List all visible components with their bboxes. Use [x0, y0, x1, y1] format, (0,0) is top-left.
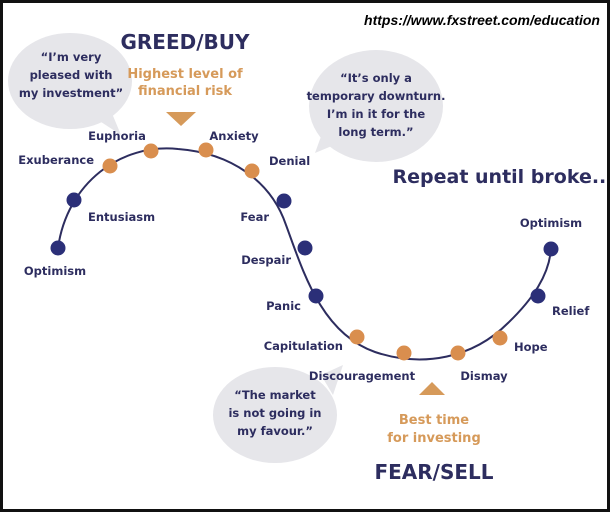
- stage-marker-denial: [244, 163, 260, 179]
- stage-marker-anxiety: [198, 142, 214, 158]
- top-arrow-icon: [166, 112, 196, 126]
- stage-labels: Optimism Entusiasm Exuberance Euphoria A…: [18, 129, 590, 383]
- stage-label-fear: Fear: [240, 210, 269, 224]
- quote-temporary-line-2: temporary downturn.: [307, 89, 446, 103]
- stage-label-denial: Denial: [269, 154, 310, 168]
- quote-bubble-temporary: “It’s only a temporary downturn. I’m in …: [307, 50, 446, 162]
- stage-label-capitulation: Capitulation: [264, 339, 343, 353]
- stage-markers: [50, 142, 559, 361]
- stage-label-optimism-start: Optimism: [24, 264, 86, 278]
- stage-marker-panic: [308, 288, 324, 304]
- top-note-line-2: financial risk: [138, 84, 232, 99]
- stage-marker-capitulation: [349, 329, 365, 345]
- fear-sell-title: FEAR/SELL: [374, 460, 493, 484]
- quote-bubble-pleased: “I’m very pleased with my investment”: [8, 33, 132, 135]
- stage-label-discouragement: Discouragement: [309, 369, 416, 383]
- stage-marker-discouragement: [396, 345, 412, 361]
- stage-label-exuberance: Exuberance: [18, 153, 94, 167]
- quote-temporary-line-3: I’m in it for the: [327, 107, 425, 121]
- stage-label-dismay: Dismay: [460, 369, 508, 383]
- quote-pleased-line-3: my investment”: [19, 86, 123, 100]
- quote-temporary-line-4: long term.”: [338, 125, 413, 139]
- stage-marker-dismay: [450, 345, 466, 361]
- stage-marker-optimism-end: [543, 241, 559, 257]
- quote-pleased-line-1: “I’m very: [41, 50, 102, 64]
- stage-label-entusiasm: Entusiasm: [88, 210, 155, 224]
- stage-label-despair: Despair: [241, 253, 291, 267]
- source-url: https://www.fxstreet.com/education: [364, 12, 600, 28]
- bottom-note-line-1: Best time: [399, 413, 469, 428]
- quote-bubble-market: “The market is not going in my favour.”: [213, 365, 343, 463]
- stage-label-anxiety: Anxiety: [209, 129, 259, 143]
- bottom-note-line-2: for investing: [387, 431, 481, 446]
- stage-marker-euphoria: [143, 143, 159, 159]
- bottom-arrow-icon: [419, 382, 445, 395]
- stage-label-hope: Hope: [514, 340, 548, 354]
- quote-market-line-2: is not going in: [228, 406, 321, 420]
- diagram-canvas: https://www.fxstreet.com/education “I’m …: [8, 12, 608, 484]
- stage-marker-optimism-start: [50, 240, 66, 256]
- stage-label-relief: Relief: [552, 304, 590, 318]
- stage-marker-relief: [530, 288, 546, 304]
- stage-marker-despair: [297, 240, 313, 256]
- stage-label-optimism-end: Optimism: [520, 216, 582, 230]
- stage-label-euphoria: Euphoria: [88, 129, 146, 143]
- quote-temporary-line-1: “It’s only a: [340, 71, 412, 85]
- quote-market-line-1: “The market: [234, 388, 316, 402]
- quote-pleased-line-2: pleased with: [30, 68, 113, 82]
- quote-market-line-3: my favour.”: [237, 424, 313, 438]
- stage-marker-hope: [492, 330, 508, 346]
- stage-marker-entusiasm: [66, 192, 82, 208]
- stage-marker-fear: [276, 193, 292, 209]
- repeat-text: Repeat until broke...: [393, 166, 608, 188]
- top-note-line-1: Highest level of: [127, 67, 243, 82]
- greed-buy-title: GREED/BUY: [120, 30, 250, 54]
- stage-marker-exuberance: [102, 158, 118, 174]
- stage-label-panic: Panic: [266, 299, 301, 313]
